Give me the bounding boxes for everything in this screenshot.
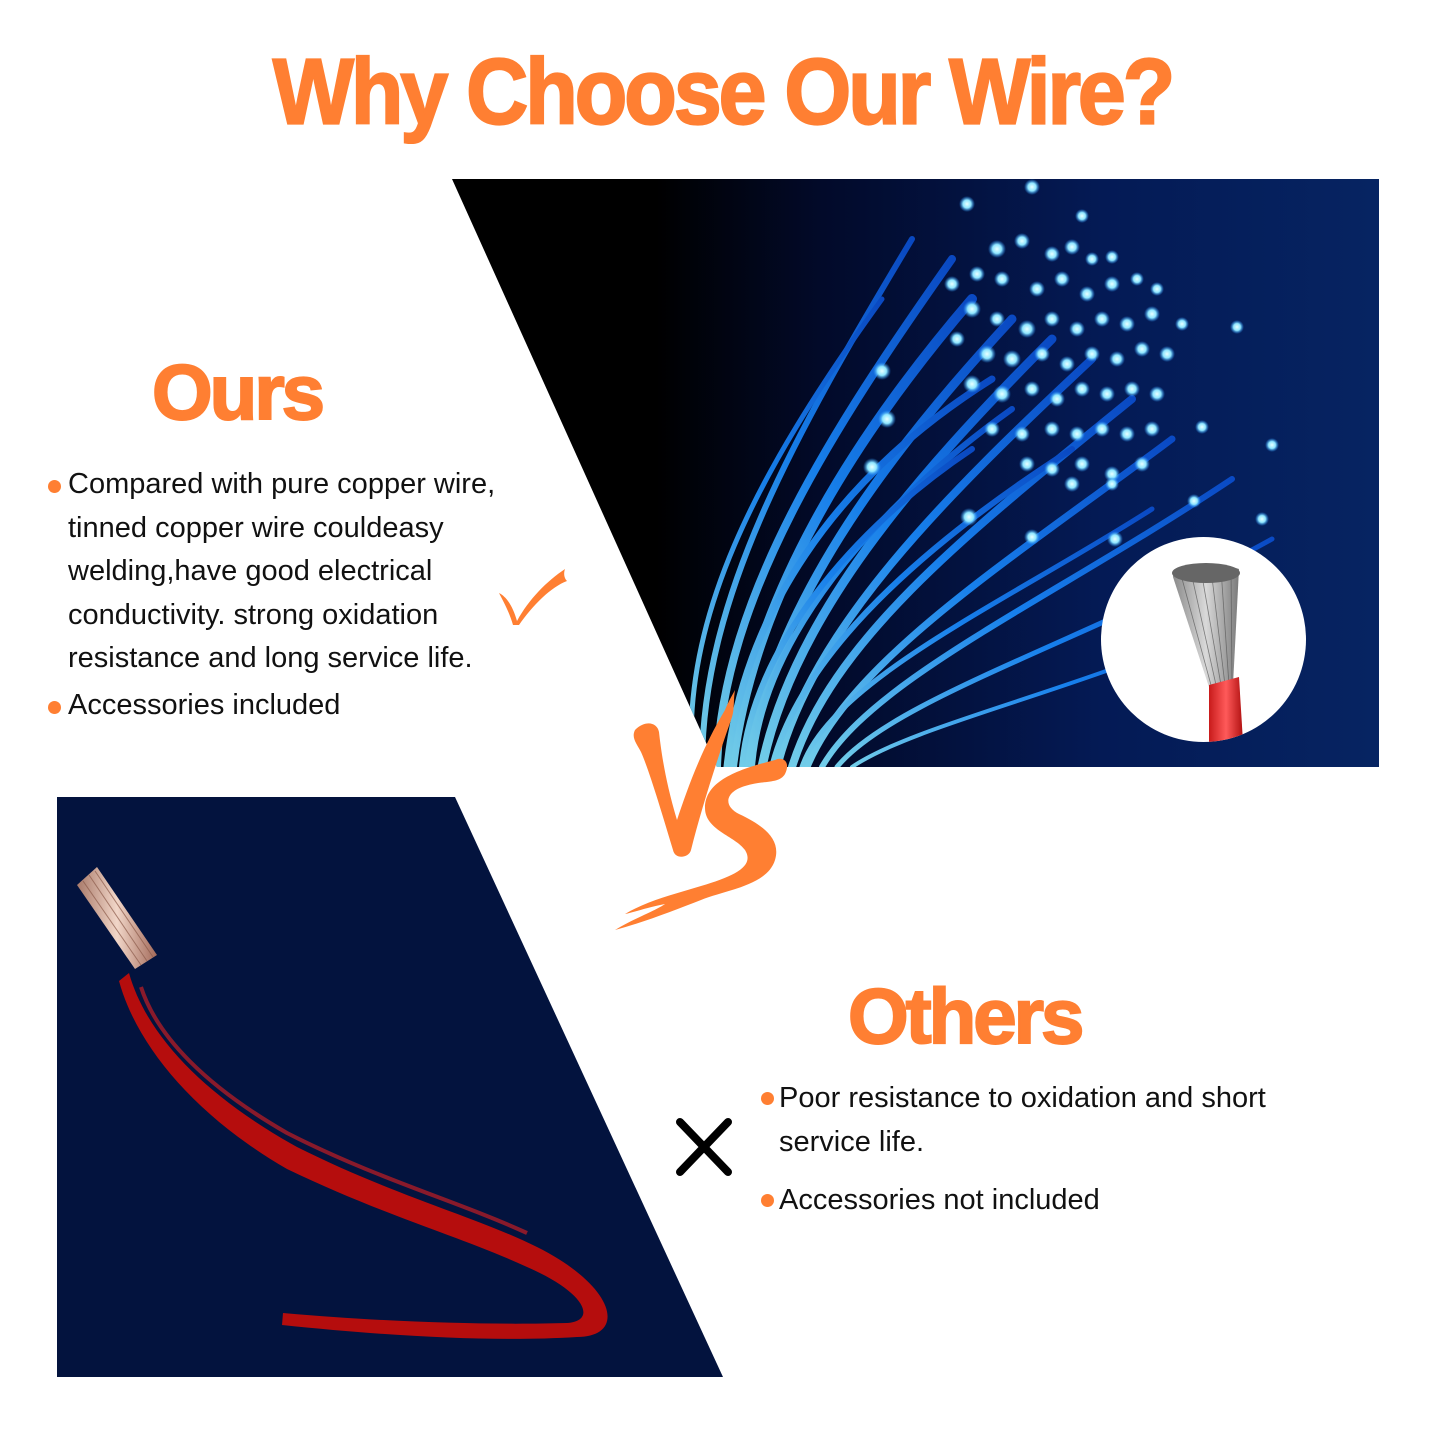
others-heading: Others [847, 972, 1085, 1060]
bullet-dot-icon [48, 700, 61, 714]
ours-feature-text: Compared with pure copper wire, tinned c… [68, 468, 496, 674]
check-icon [499, 569, 567, 625]
ours-feature-text: Accessories included [68, 688, 341, 721]
bullet-dot-icon [761, 1194, 774, 1207]
ours-heading: Ours [151, 348, 326, 436]
bullet-dot-icon [48, 480, 61, 493]
list-item: Poor resistance to oxidation and short s… [761, 1077, 1339, 1164]
others-feature-list: Poor resistance to oxidation and short s… [761, 1077, 1339, 1223]
bullet-dot-icon [761, 1092, 774, 1105]
others-feature-text: Accessories not included [779, 1184, 1100, 1216]
list-item: Accessories included [48, 684, 568, 728]
list-item: Accessories not included [761, 1179, 1339, 1223]
x-icon [676, 1118, 732, 1176]
others-feature-text: Poor resistance to oxidation and short s… [779, 1082, 1266, 1158]
tinned-wire-inset-image [1101, 537, 1306, 742]
list-item: Compared with pure copper wire, tinned c… [48, 463, 568, 681]
vs-logo-icon [615, 690, 788, 930]
page-title: Why Choose Our Wire? [272, 39, 1177, 145]
ours-feature-list: Compared with pure copper wire, tinned c… [48, 463, 568, 728]
